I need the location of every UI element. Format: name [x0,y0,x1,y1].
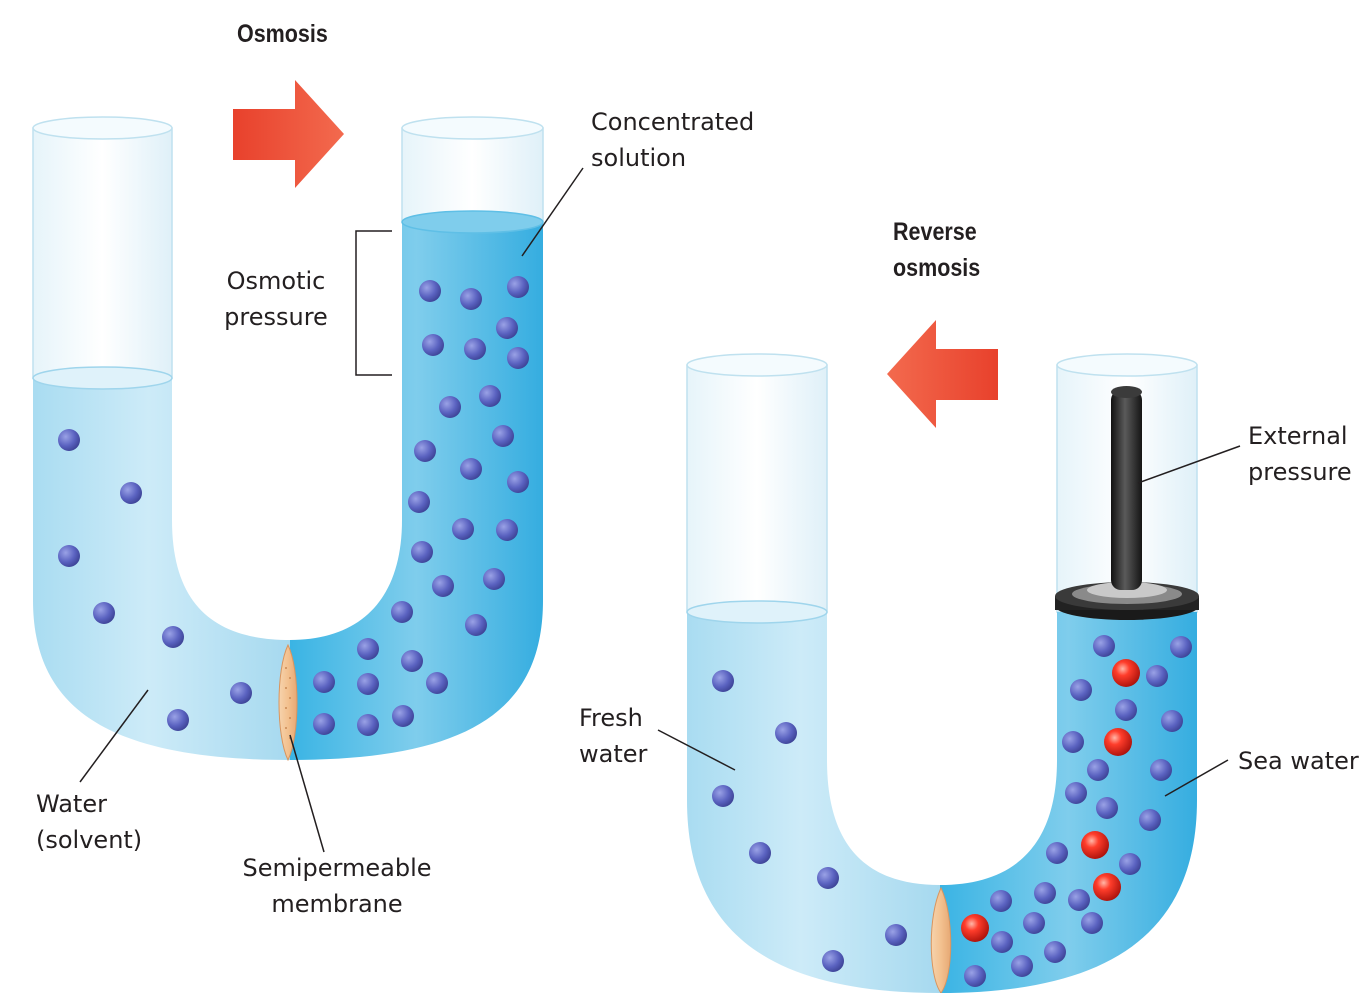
left-tube-rim [32,116,173,140]
sea-water-label: Sea water [1238,747,1359,775]
concentrated-solution-leader [521,167,584,257]
right-tube-rim [401,116,544,140]
external-pressure-leader [1137,445,1241,484]
reverse-osmosis-u-tube [657,320,1241,993]
membrane-leader [289,734,325,853]
external-pressure-label: External pressure [1248,422,1352,486]
left-water-surface [32,366,173,390]
solvent-water-body [33,378,290,760]
fresh-water-leader [657,729,736,771]
fresh-water-body [687,612,940,993]
piston [1055,386,1199,620]
concentrated-solution-label: Concentrated solution [591,108,755,172]
water-solvent-label: Water (solvent) [36,790,143,854]
solvent-particles [58,276,529,736]
water-solvent-leader [79,689,149,783]
membrane-pores [285,667,291,739]
fresh-tube-glass [686,364,828,613]
sea-water-leader [1164,759,1229,797]
fresh-tube-rim [686,353,828,377]
fresh-water-surface [686,600,828,624]
osmosis-u-tube [32,80,584,853]
osmotic-pressure-bracket [355,230,392,376]
osmotic-pressure-label: Osmotic pressure [224,267,328,331]
reverse-direction-arrow [887,320,998,428]
left-tube-glass [32,127,173,379]
fresh-water-label: Fresh water [579,704,648,768]
reverse-membrane [930,886,952,993]
piston-rod [1111,390,1142,590]
salt-particles [961,659,1140,942]
water-particles [712,635,1192,987]
reverse-osmosis-title: Reverse osmosis [893,218,981,282]
semipermeable-membrane [278,643,298,762]
sea-tube-rim [1056,353,1198,377]
osmosis-direction-arrow [233,80,344,188]
osmosis-title: Osmosis [237,20,328,48]
right-water-surface [401,210,544,234]
semipermeable-membrane-label: Semipermeable membrane [242,854,432,918]
right-tube-glass [401,127,544,223]
